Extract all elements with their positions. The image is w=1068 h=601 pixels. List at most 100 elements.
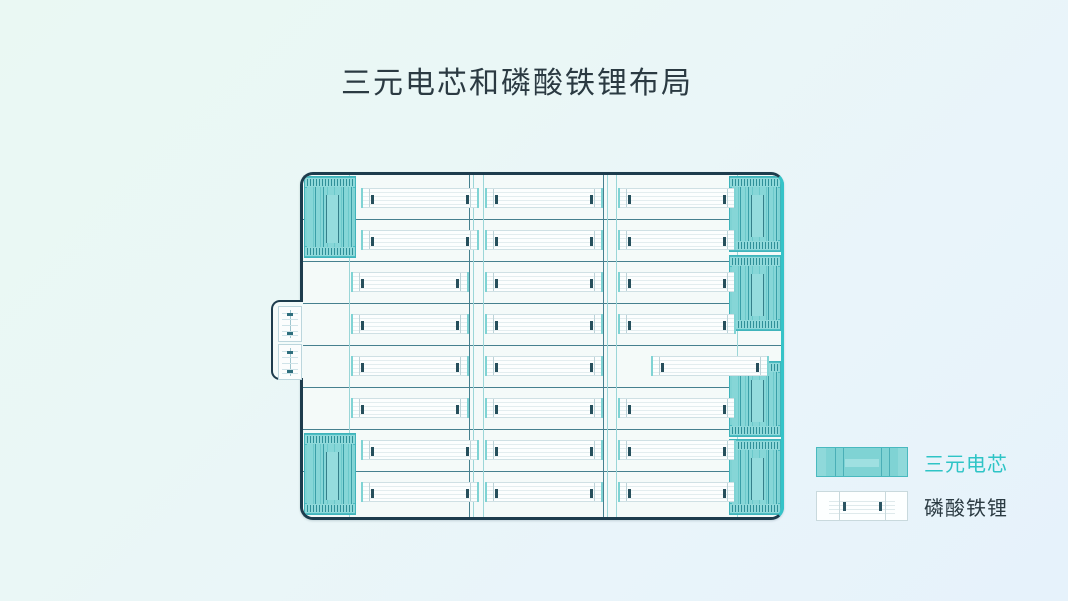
cell-terminal-positive: [628, 489, 631, 498]
cell-edge: [594, 399, 595, 417]
grid-line-h-6: [303, 471, 781, 472]
cell-terminal-negative: [466, 489, 469, 498]
lfp-cell-r2-c1: [361, 230, 479, 250]
band-tick: [762, 179, 763, 186]
cell-terminal-positive: [371, 447, 374, 456]
cell-cap: [467, 356, 469, 376]
band-tick: [756, 321, 757, 328]
cell-terminal-negative: [590, 405, 593, 414]
cell-edge: [470, 231, 471, 249]
cell-layer-line: [352, 318, 468, 319]
cell-layer-line: [486, 494, 602, 495]
band-tick: [307, 179, 308, 186]
ncm-module-right-1: [729, 176, 781, 252]
band-tick: [747, 442, 748, 449]
band-tick: [762, 505, 763, 512]
cell-layer-line: [352, 288, 468, 289]
module-hatch: [751, 195, 764, 237]
cell-terminal-positive: [628, 405, 631, 414]
cell-cap: [477, 440, 479, 460]
band-tick: [316, 179, 317, 186]
cell-cap: [601, 482, 603, 502]
module-end-band: [730, 503, 780, 514]
lfp-cell-r3-c3: [618, 272, 736, 292]
band-tick: [322, 179, 323, 186]
cell-edge: [594, 357, 595, 375]
band-tick: [325, 436, 326, 443]
band-tick: [741, 242, 742, 249]
cell-terminal-positive: [495, 405, 498, 414]
band-tick: [319, 505, 320, 512]
band-tick: [343, 436, 344, 443]
module-divider: [748, 266, 749, 320]
band-tick: [756, 258, 757, 265]
band-tick: [750, 427, 751, 434]
cell-layer-line: [486, 246, 602, 247]
band-tick: [771, 321, 772, 328]
module-end-band: [730, 425, 780, 436]
cell-terminal-negative: [723, 321, 726, 330]
cell-terminal-negative: [590, 321, 593, 330]
cell-cap: [485, 230, 487, 250]
legend-item-ncm: 三元电芯: [816, 440, 1046, 484]
cell-cap: [601, 398, 603, 418]
band-tick: [744, 505, 745, 512]
band-tick: [738, 179, 739, 186]
left-side-pod: [271, 300, 304, 380]
band-tick: [741, 179, 742, 186]
lfp-cell-r3-c2: [485, 272, 603, 292]
grid-line-h-5: [303, 429, 781, 430]
module-core: [732, 450, 778, 504]
cell-terminal-positive: [495, 279, 498, 288]
cell-layer-line: [619, 242, 735, 243]
pod-cell-line: [282, 325, 298, 326]
cell-layer-line: [619, 284, 735, 285]
cell-terminal-positive: [371, 237, 374, 246]
cell-edge: [369, 441, 370, 459]
cell-layer-line: [486, 322, 602, 323]
cell-terminal-positive: [495, 195, 498, 204]
cell-terminal-negative: [456, 405, 459, 414]
cell-layer-line: [352, 414, 468, 415]
cell-layer-line: [352, 368, 468, 369]
band-tick: [756, 242, 757, 249]
band-tick: [768, 442, 769, 449]
cell-cap: [618, 230, 620, 250]
cell-edge: [727, 273, 728, 291]
band-tick: [328, 248, 329, 255]
page-title-text: 三元电芯和磷酸铁锂布局: [341, 67, 693, 100]
band-tick: [313, 179, 314, 186]
band-tick: [777, 364, 778, 371]
cell-layer-line: [486, 326, 602, 327]
pod-cell-terminal: [287, 332, 293, 335]
cell-terminal-negative: [590, 237, 593, 246]
module-core: [307, 187, 353, 247]
cell-layer-line: [619, 330, 735, 331]
cell-cap: [618, 188, 620, 208]
cell-layer-line: [486, 406, 602, 407]
swatch-hatch: [845, 459, 879, 467]
band-tick: [735, 179, 736, 186]
cell-layer-line: [486, 372, 602, 373]
band-tick: [316, 436, 317, 443]
cell-layer-line: [486, 276, 602, 277]
lfp-cell-r8-c1: [361, 482, 479, 502]
cell-layer-line: [619, 326, 735, 327]
cell-cap: [467, 272, 469, 292]
cell-layer-line: [619, 234, 735, 235]
cell-layer-line: [486, 444, 602, 445]
cell-cap: [477, 188, 479, 208]
band-tick: [310, 436, 311, 443]
cell-layer-line: [619, 280, 735, 281]
cell-layer-line: [619, 204, 735, 205]
legend-item-lfp: 磷酸铁锂: [816, 484, 1046, 528]
band-tick: [340, 505, 341, 512]
cell-cap: [734, 188, 736, 208]
pod-cell-line: [282, 335, 298, 336]
swatch-divider: [835, 448, 836, 476]
cell-layer-line: [352, 276, 468, 277]
cell-terminal-negative: [590, 363, 593, 372]
band-tick: [313, 248, 314, 255]
band-tick: [352, 179, 353, 186]
band-tick: [750, 242, 751, 249]
